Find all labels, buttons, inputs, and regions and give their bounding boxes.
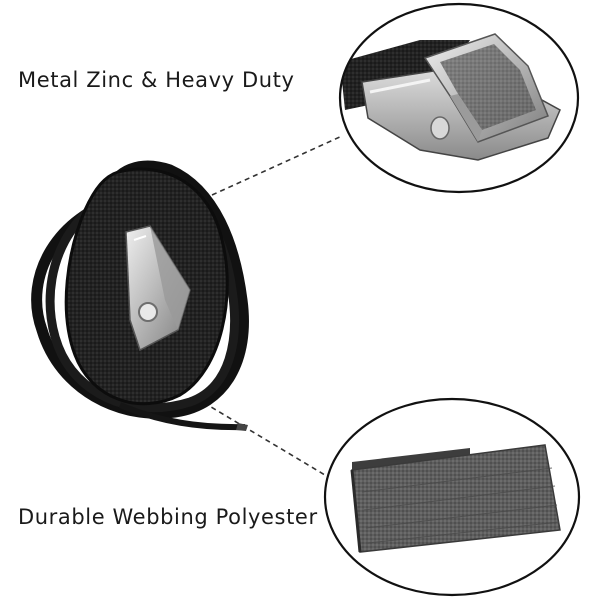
buckle-pin bbox=[430, 116, 450, 140]
cam-lever-icon bbox=[423, 33, 549, 143]
buckle-callout bbox=[338, 2, 580, 194]
buckle-rivet bbox=[138, 302, 158, 322]
strap-loop-outer bbox=[31, 160, 249, 419]
connector-line-bottom bbox=[195, 397, 331, 479]
strap-tail bbox=[118, 402, 246, 431]
connector-lines bbox=[195, 135, 343, 479]
callout-border-top bbox=[338, 2, 580, 194]
callout-border-bottom bbox=[323, 397, 581, 597]
caption-webbing: Durable Webbing Polyester bbox=[18, 505, 318, 529]
caption-metal-zinc: Metal Zinc & Heavy Duty bbox=[18, 68, 295, 92]
webbing-swatch-icon bbox=[350, 444, 561, 553]
webbing-callout bbox=[323, 397, 581, 597]
cam-buckle-icon bbox=[125, 225, 191, 352]
connector-line-top bbox=[211, 135, 343, 196]
coiled-strap-icon bbox=[31, 160, 249, 431]
